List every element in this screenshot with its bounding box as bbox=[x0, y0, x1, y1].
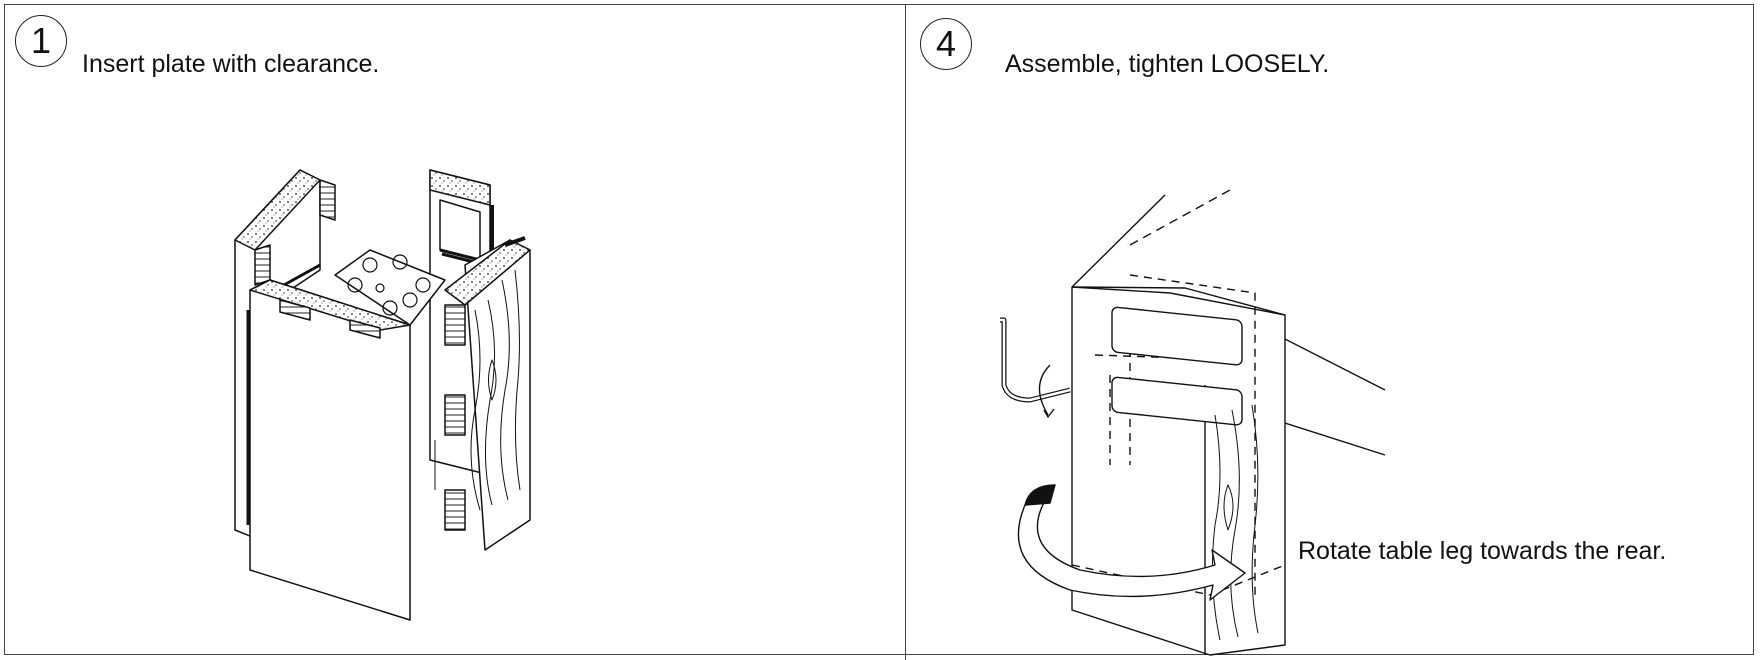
step-caption: Assemble, tighten LOOSELY. bbox=[1005, 50, 1330, 78]
rotation-note: Rotate table leg towards the rear. bbox=[1298, 537, 1667, 565]
step-number: 4 bbox=[935, 23, 957, 64]
step-number-badge: 1 bbox=[15, 15, 67, 67]
bottom-edge-line bbox=[4, 654, 1754, 655]
leg-corner-plate-illustration bbox=[234, 169, 531, 621]
step-number-badge: 4 bbox=[920, 18, 972, 70]
leg-rotation-illustration bbox=[1000, 189, 1386, 656]
panel-divider bbox=[905, 4, 906, 660]
step-caption: Insert plate with clearance. bbox=[82, 50, 380, 78]
step-number: 1 bbox=[30, 20, 52, 61]
